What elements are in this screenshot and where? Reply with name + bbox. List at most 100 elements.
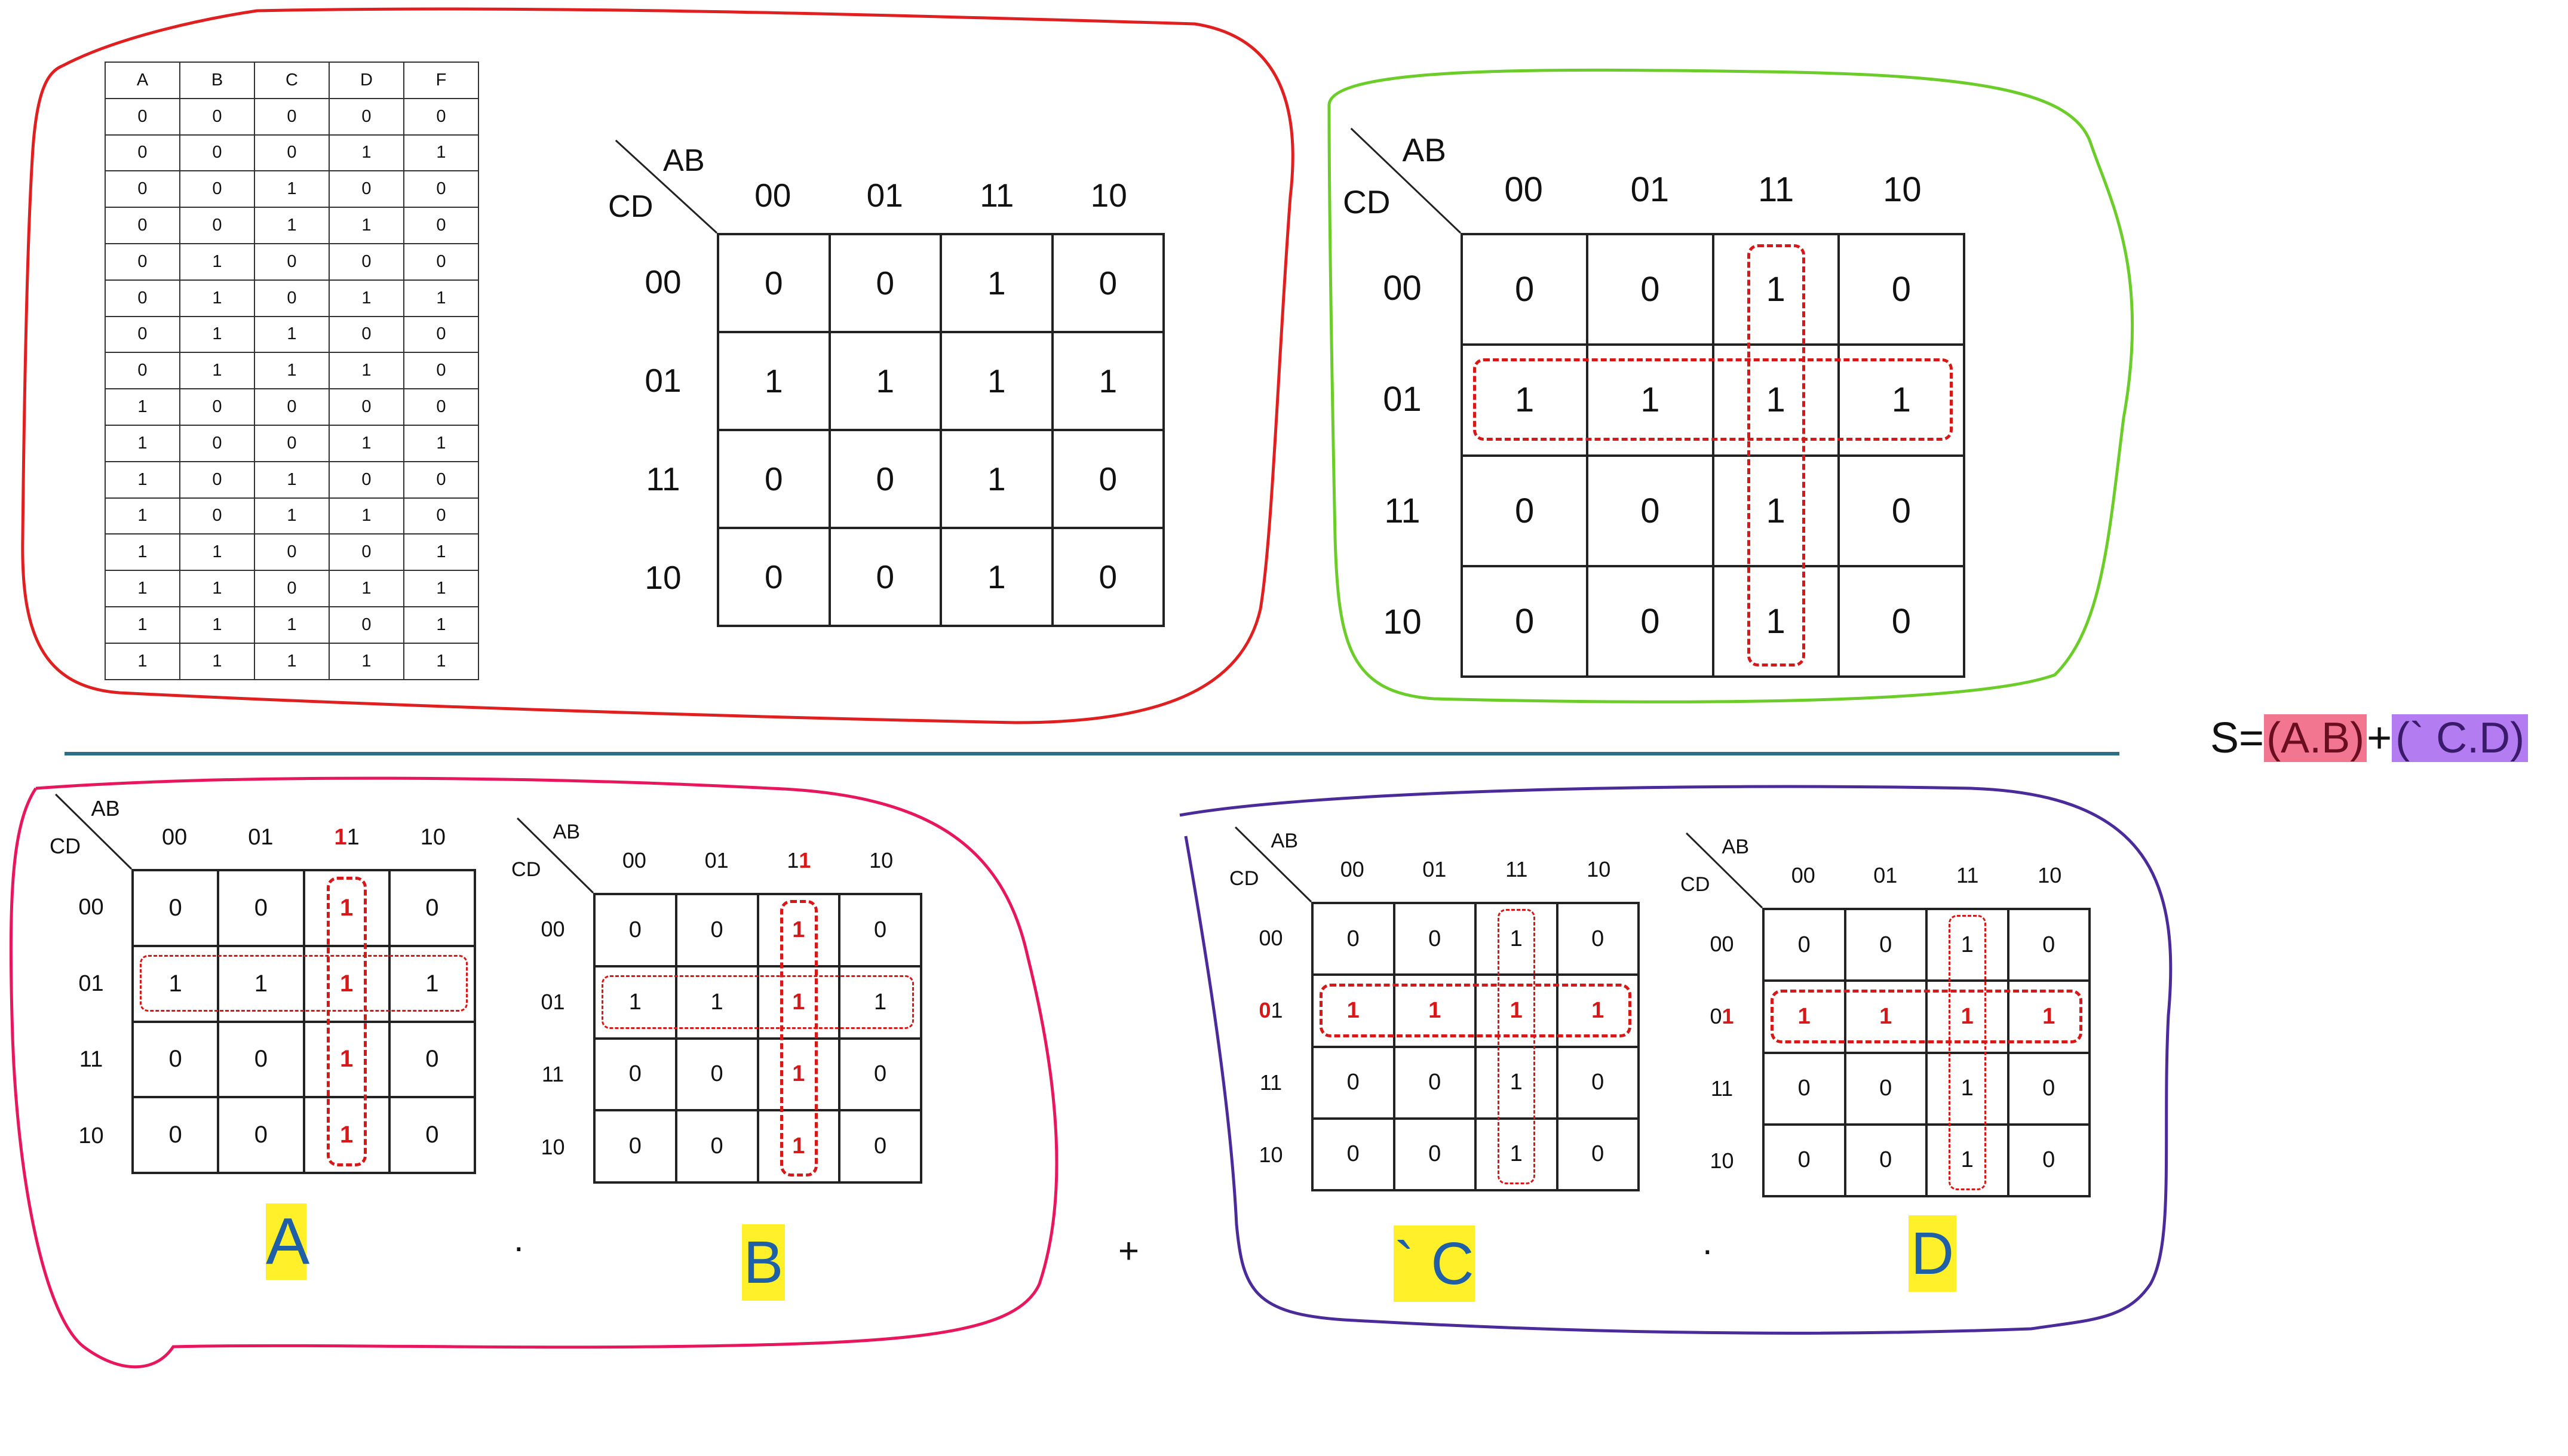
- kmap-col-header: 11: [758, 849, 840, 871]
- kmap-diagonal: [1686, 832, 1763, 909]
- kmap-cell: 0: [389, 1021, 475, 1098]
- kmap-group-column-11: [327, 876, 367, 1167]
- result-formula: S=(A.B)+(` C.D): [2210, 714, 2529, 763]
- kmap-row-header: 01: [78, 970, 104, 996]
- kmap-col-header: 00: [1791, 862, 1815, 887]
- kmap-cell: 0: [594, 1038, 676, 1111]
- truth-table-cell: 1: [329, 642, 404, 680]
- kmap-cell: 1: [718, 332, 830, 430]
- kmap-cell: 1: [1763, 981, 1845, 1053]
- kmap-col-header: 01: [704, 847, 729, 873]
- kmap-cell: 1: [303, 945, 389, 1022]
- kmap-cell: 1: [1926, 1052, 2008, 1125]
- kmap-cell: 1: [1475, 975, 1557, 1047]
- truth-table-cell: 0: [179, 170, 255, 208]
- truth-table-cell: 1: [179, 352, 255, 390]
- kmap-cell: 0: [829, 528, 941, 626]
- formula-term-ab: (A.B): [2264, 714, 2367, 762]
- kmap-cell: 0: [1462, 566, 1588, 677]
- kmap-cell: 0: [1763, 1052, 1845, 1125]
- truth-table-cell: 1: [254, 352, 330, 390]
- kmap-cell: 1: [2008, 981, 2090, 1053]
- kmap-diagonal: [55, 793, 133, 870]
- truth-table-cell: 0: [254, 279, 330, 317]
- truth-table-cell: 1: [329, 570, 404, 607]
- truth-table-cell: 0: [254, 424, 330, 462]
- kmap-cell: 0: [839, 1110, 921, 1182]
- truth-table-cell: 1: [403, 570, 479, 607]
- kmap-diagonal: [1350, 127, 1462, 234]
- kmap-cell: 1: [1312, 975, 1394, 1047]
- kmap-cell: 0: [2008, 909, 2090, 981]
- kmap-cell: 1: [676, 966, 758, 1039]
- kmap-cell: 1: [1475, 903, 1557, 975]
- kmap-cell: 1: [1845, 981, 1926, 1053]
- kmap-cell: 1: [1713, 455, 1839, 566]
- term-c-not-label: ` C: [1394, 1225, 1475, 1302]
- kmap-cell: 0: [1587, 234, 1713, 345]
- kmap-cell: 1: [389, 945, 475, 1022]
- header-red-digit: 1: [334, 824, 347, 850]
- truth-table-header-cell: D: [329, 62, 404, 99]
- kmap-col-header: 00: [754, 177, 791, 214]
- header-red-digit: 0: [1259, 997, 1271, 1022]
- truth-table-cell: 1: [105, 606, 180, 644]
- kmap-cell: 0: [1394, 1118, 1475, 1190]
- kmap-cell: 0: [718, 234, 830, 332]
- formula-term-cd: (` C.D): [2392, 714, 2529, 762]
- kmap-cell: 1: [303, 1097, 389, 1173]
- truth-table-cell: 1: [254, 606, 330, 644]
- truth-table-cell: 0: [403, 97, 479, 136]
- truth-table-cell: 0: [403, 352, 479, 390]
- truth-table-cell: 1: [179, 606, 255, 644]
- truth-table-cell: 1: [105, 388, 180, 426]
- kmap-group-column-11: [780, 900, 818, 1177]
- kmap-cell: 0: [829, 430, 941, 528]
- dot-operator-2: .: [1702, 1222, 1713, 1262]
- kmap-cell: 1: [757, 966, 840, 1039]
- kmap-row-header: 10: [1259, 1142, 1283, 1168]
- kmap-row-header: 01: [1690, 1005, 1754, 1027]
- kmap-row-header: 01: [1383, 380, 1422, 419]
- truth-table-cell: 0: [403, 170, 479, 208]
- kmap-col-variable: AB: [553, 821, 581, 844]
- kmap-cell: 0: [218, 870, 304, 946]
- kmap-col-variable: AB: [1402, 131, 1447, 168]
- truth-table-cell: 1: [254, 642, 330, 680]
- truth-table-header-cell: B: [179, 62, 255, 99]
- truth-table-cell: 1: [254, 207, 330, 244]
- truth-table-cell: 0: [105, 97, 180, 136]
- truth-table-cell: 1: [179, 242, 255, 281]
- kmap-col-header: 11: [1505, 856, 1528, 881]
- kmap-row-header: 00: [78, 894, 104, 920]
- kmap-cell: 1: [757, 1038, 840, 1111]
- kmap-col-header: 11: [980, 177, 1014, 214]
- truth-table-cell: 1: [329, 352, 404, 390]
- kmap-cell: 0: [1462, 234, 1588, 345]
- truth-table-cell: 0: [403, 207, 479, 244]
- kmap-cell: 0: [839, 894, 921, 966]
- kmap-row-variable: CD: [1343, 183, 1391, 221]
- truth-table-cell: 0: [329, 460, 404, 499]
- kmap-row-header: 10: [645, 559, 682, 596]
- kmap-cell: 0: [389, 870, 475, 946]
- truth-table-cell: 0: [403, 315, 479, 354]
- truth-table-cell: 1: [179, 570, 255, 607]
- kmap-col-header: 00: [1340, 856, 1364, 881]
- truth-table-header-cell: A: [105, 62, 180, 99]
- kmap-cell: 1: [1475, 1118, 1557, 1190]
- truth-table-cell: 1: [105, 533, 180, 572]
- truth-table-cell: 1: [179, 533, 255, 572]
- truth-table-cell: 1: [403, 279, 479, 317]
- truth-table-cell: 1: [105, 424, 180, 462]
